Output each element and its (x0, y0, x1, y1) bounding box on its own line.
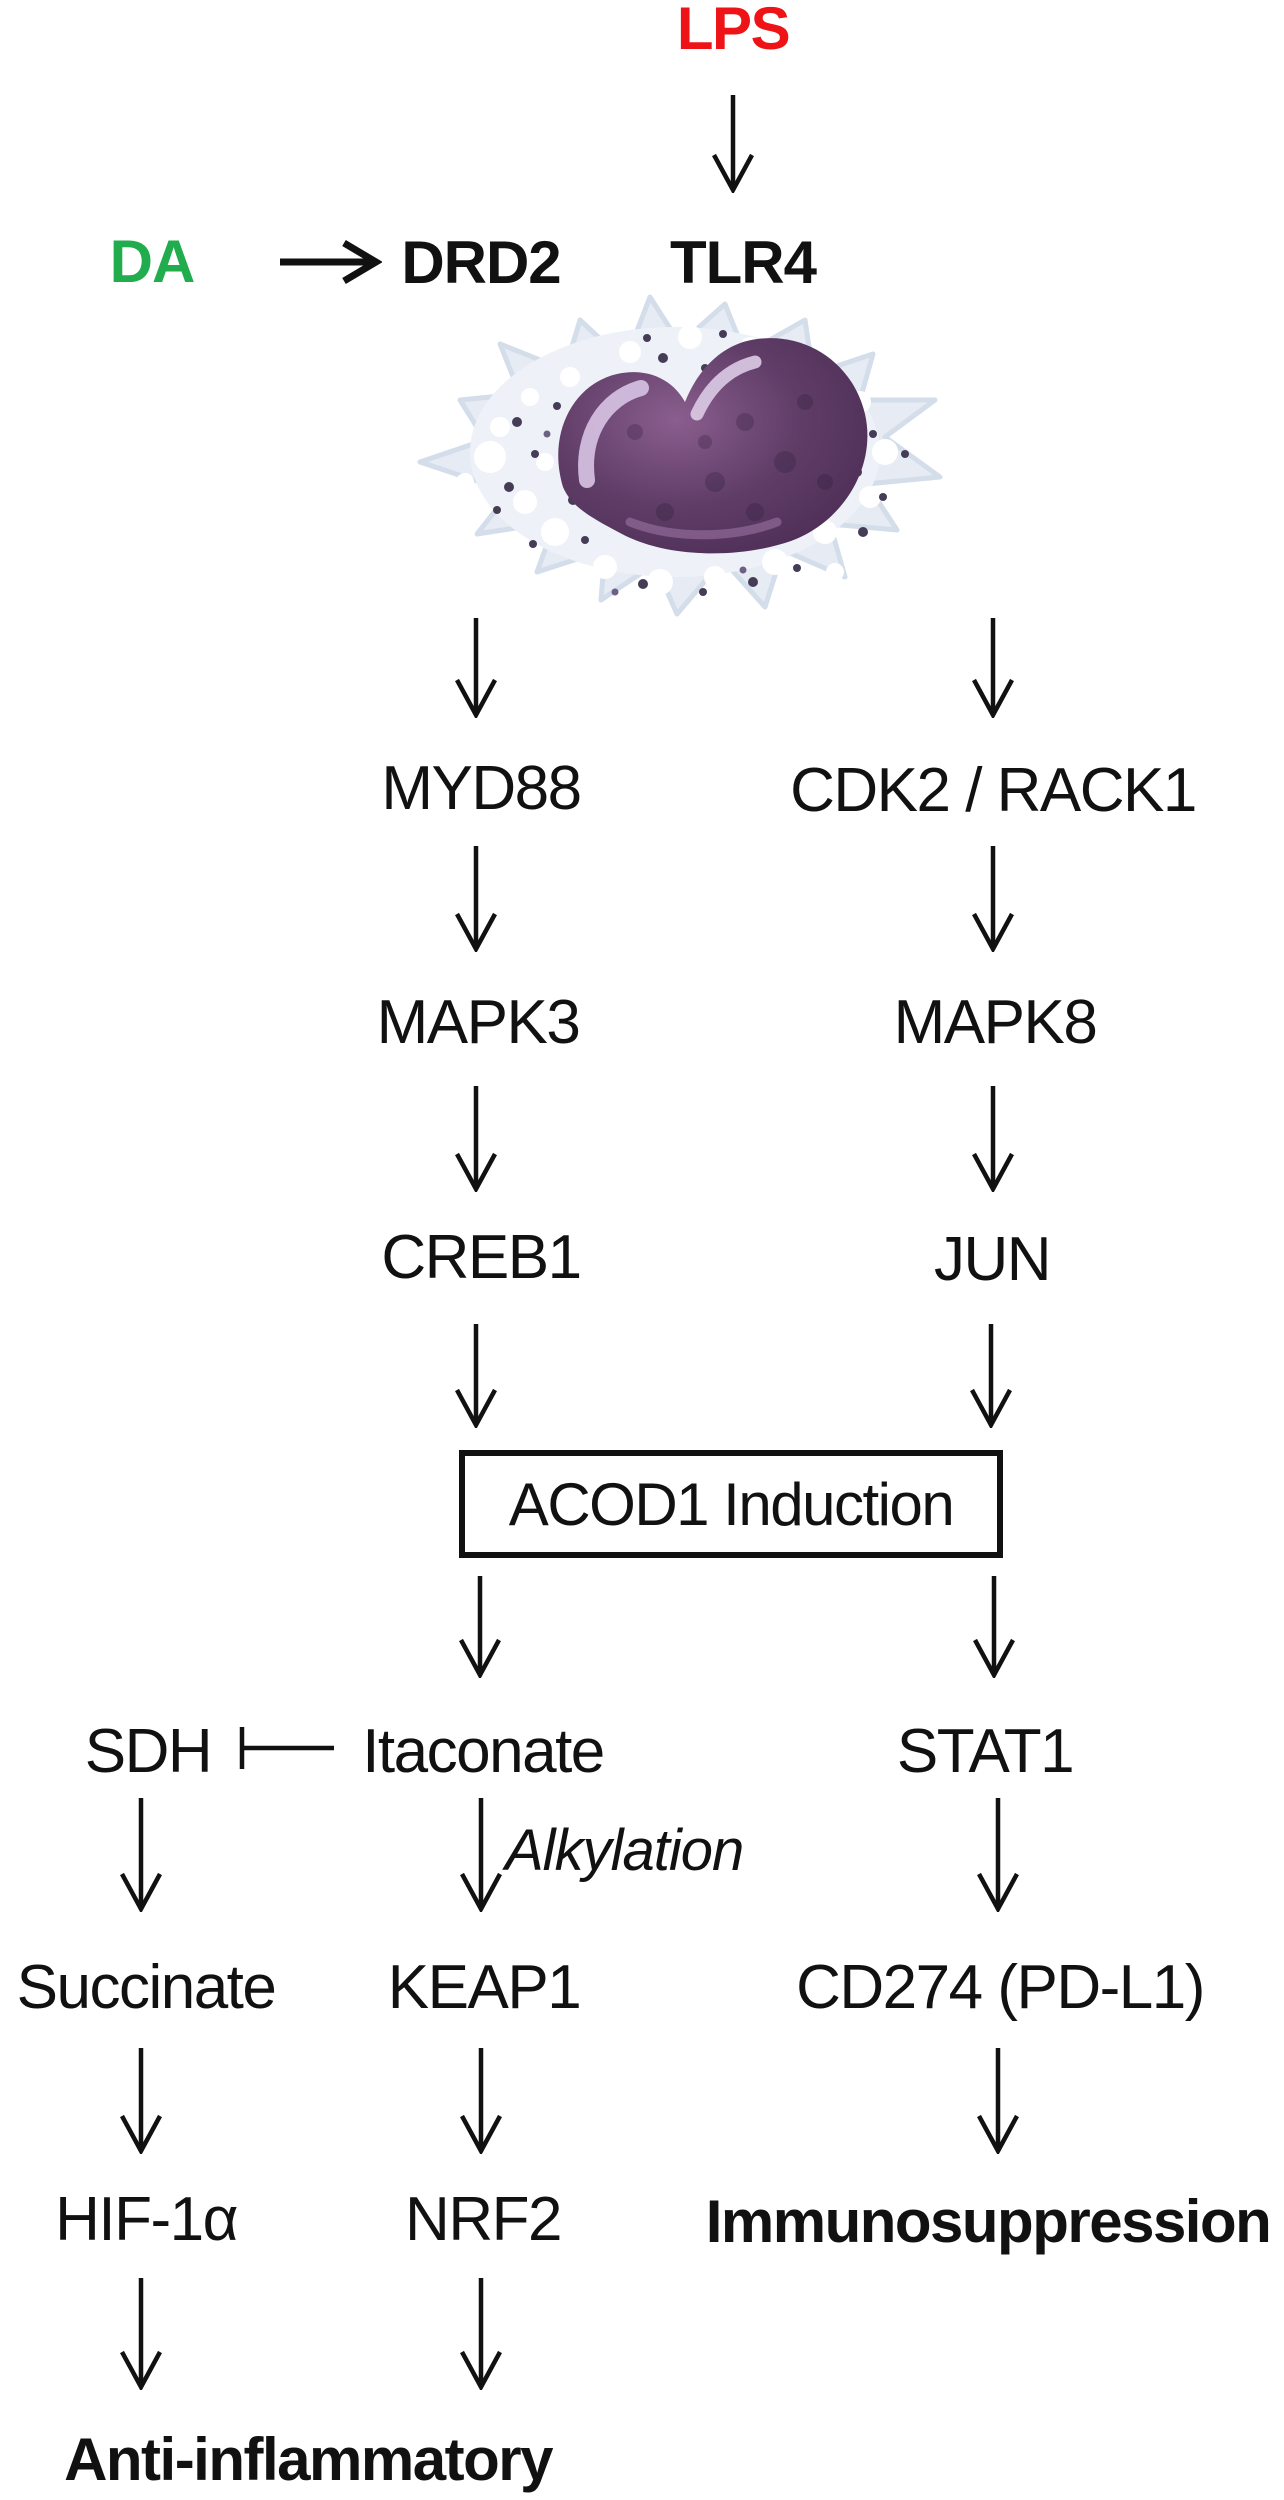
macrophage-cell-illustration (417, 294, 943, 617)
arrow-down-icon (977, 2048, 1019, 2154)
node-mapk8: MAPK8 (893, 988, 1098, 1057)
arrow-down-icon (972, 846, 1014, 952)
edge-label-alkylation: Alkylation (505, 1818, 744, 1883)
arrow-down-icon (970, 1324, 1012, 1428)
arrow-down-icon (973, 1576, 1015, 1678)
arrow-down-icon (972, 1086, 1014, 1192)
node-anti-inflammatory: Anti-inflammatory (64, 2426, 553, 2493)
node-jun: JUN (933, 1225, 1052, 1294)
arrow-down-icon (120, 1798, 162, 1912)
arrow-down-icon (455, 1324, 497, 1428)
arrow-down-icon (460, 2278, 502, 2390)
arrow-right-icon (280, 239, 382, 285)
node-mapk3: MAPK3 (376, 988, 581, 1057)
node-lps: LPS (676, 0, 791, 62)
node-itaconate: Itaconate (362, 1717, 605, 1786)
node-drd2: DRD2 (401, 229, 561, 296)
arrow-down-icon (455, 1086, 497, 1192)
node-hif1a: HIF-1α (55, 2185, 238, 2254)
node-cdk2-rack1: CDK2 / RACK1 (790, 756, 1197, 825)
node-da: DA (109, 228, 196, 295)
node-cd274-pdl1: CD274 (PD-L1) (796, 1953, 1205, 2022)
node-tlr4: TLR4 (670, 229, 817, 296)
arrow-down-icon (120, 2278, 162, 2390)
node-sdh: SDH (84, 1717, 213, 1786)
arrow-down-icon (977, 1798, 1019, 1912)
acod1-box-label: ACOD1 Induction (508, 1470, 955, 1538)
arrow-down-icon (455, 618, 497, 718)
t-bar-inhibition-icon (239, 1727, 334, 1769)
node-keap1: KEAP1 (387, 1953, 582, 2022)
arrow-down-icon (455, 846, 497, 952)
arrow-down-icon (459, 1576, 501, 1678)
node-immunosuppression: Immunosuppression (705, 2188, 1272, 2255)
node-creb1: CREB1 (381, 1223, 582, 1292)
node-acod1-induction-box: ACOD1 Induction (459, 1450, 1003, 1558)
node-nrf2: NRF2 (405, 2185, 562, 2254)
arrow-down-icon (460, 2048, 502, 2154)
arrow-down-icon (460, 1798, 502, 1912)
node-succinate: Succinate (16, 1953, 277, 2022)
arrow-down-icon (712, 95, 754, 193)
arrow-down-icon (972, 618, 1014, 718)
node-stat1: STAT1 (896, 1717, 1075, 1786)
node-myd88: MYD88 (381, 754, 582, 823)
arrow-down-icon (120, 2048, 162, 2154)
